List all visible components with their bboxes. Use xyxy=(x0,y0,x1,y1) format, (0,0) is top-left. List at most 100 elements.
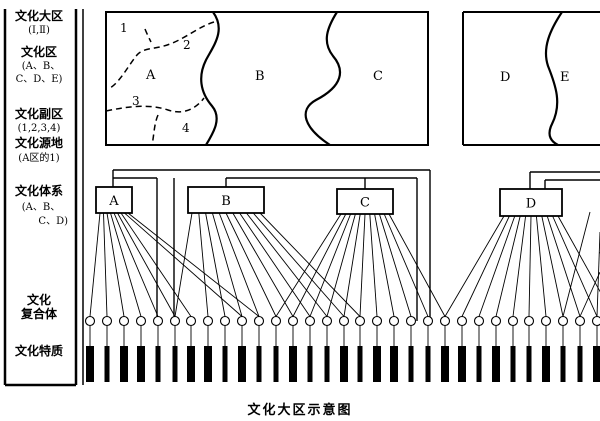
culture-trait-bar xyxy=(289,346,297,382)
culture-complex-node xyxy=(84,315,96,327)
area-label-D: D xyxy=(500,70,510,85)
culture-trait-bar xyxy=(273,346,279,382)
culture-trait-bar xyxy=(104,346,110,382)
region-two-map xyxy=(462,11,600,146)
label-culture-complex-1: 文化 xyxy=(26,293,51,307)
subarea-label-4: 4 xyxy=(182,121,190,135)
label-culture-system-sub2: C、D) xyxy=(38,216,68,227)
culture-complex-node xyxy=(574,315,586,327)
culture-trait-bar xyxy=(593,346,600,382)
culture-complex-node xyxy=(439,315,451,327)
culture-trait-bar xyxy=(155,346,161,382)
label-culture-complex-2: 复合体 xyxy=(20,307,57,321)
culture-complex-node xyxy=(219,315,231,327)
culture-complex-node xyxy=(338,315,350,327)
area-label-B: B xyxy=(255,69,265,84)
culture-complex-node xyxy=(101,315,113,327)
culture-complex-node xyxy=(152,315,164,327)
culture-complex-node xyxy=(422,315,434,327)
culture-complex-node xyxy=(591,315,600,327)
culture-system-label: C xyxy=(360,196,370,211)
culture-complex-node xyxy=(523,315,535,327)
culture-complex-node xyxy=(405,315,417,327)
culture-trait-bar xyxy=(340,346,348,382)
culture-complex-node xyxy=(270,315,282,327)
culture-trait-bar xyxy=(172,346,178,382)
culture-trait-bar xyxy=(408,346,414,382)
region-two-labels: D E xyxy=(500,70,570,85)
culture-complex-node xyxy=(236,315,248,327)
culture-complex-node xyxy=(388,315,400,327)
culture-trait-bar xyxy=(204,346,212,382)
culture-trait-bar xyxy=(492,346,500,382)
label-culture-system-sub1: (A、B、 xyxy=(21,202,61,213)
culture-system-label: D xyxy=(526,197,536,212)
label-culture-trait: 文化特质 xyxy=(14,344,63,358)
culture-complex-node xyxy=(371,315,383,327)
area-label-C: C xyxy=(373,69,383,84)
culture-complex-node xyxy=(202,315,214,327)
label-culture-region-sub: (Ⅰ,Ⅱ) xyxy=(28,25,50,36)
culture-trait-bar xyxy=(324,346,330,382)
culture-trait-bar xyxy=(441,346,449,382)
culture-complex-node xyxy=(473,315,485,327)
culture-trait-bar xyxy=(86,346,94,382)
culture-complex-node xyxy=(507,315,519,327)
label-culture-region: 文化大区 xyxy=(14,9,63,23)
culture-trait-bar xyxy=(560,346,566,382)
culture-complex-node xyxy=(185,315,197,327)
culture-complex-node xyxy=(456,315,468,327)
culture-complex-node xyxy=(135,315,147,327)
region-one-map xyxy=(105,11,429,146)
culture-trait-bar xyxy=(542,346,550,382)
culture-complex-node xyxy=(118,315,130,327)
diagram-frame xyxy=(3,9,84,387)
diagram-caption: 文化大区示意图 xyxy=(247,403,353,418)
culture-trait-bar xyxy=(137,346,145,382)
culture-complex-node xyxy=(304,315,316,327)
culture-system-box xyxy=(187,186,265,214)
label-culture-subarea-sub: (1,2,3,4) xyxy=(17,123,61,134)
culture-complex-node xyxy=(321,315,333,327)
label-culture-system: 文化体系 xyxy=(14,184,63,198)
region-one-labels: 1 2 3 4 A B C xyxy=(120,21,383,135)
area-label-A: A xyxy=(145,68,156,83)
culture-trait-bar xyxy=(307,346,313,382)
label-culture-area: 文化区 xyxy=(20,45,57,59)
label-culture-area-sub1: (A、B、 xyxy=(21,61,61,72)
culture-trait-bar xyxy=(373,346,381,382)
label-culture-source-sub: (A区的1) xyxy=(18,153,60,164)
culture-trait-bar xyxy=(390,346,398,382)
subarea-label-1: 1 xyxy=(120,21,128,35)
culture-system-label: A xyxy=(108,194,119,209)
culture-system-label: B xyxy=(221,194,231,209)
culture-trait-bar xyxy=(476,346,482,382)
culture-complex-node xyxy=(540,315,552,327)
culture-system-box xyxy=(499,188,563,217)
culture-complex-node xyxy=(169,315,181,327)
label-culture-source: 文化源地 xyxy=(14,136,63,150)
culture-trait-bar xyxy=(256,346,262,382)
culture-trait-bar xyxy=(510,346,516,382)
culture-complex-node xyxy=(490,315,502,327)
culture-system-network: A B C D xyxy=(84,169,600,382)
subarea-label-2: 2 xyxy=(183,38,191,52)
culture-trait-bar xyxy=(577,346,583,382)
culture-trait-bar xyxy=(187,346,195,382)
culture-complex-node xyxy=(253,315,265,327)
culture-trait-bar xyxy=(526,346,532,382)
culture-trait-bar xyxy=(425,346,431,382)
area-label-E: E xyxy=(560,70,570,85)
culture-complex-node xyxy=(557,315,569,327)
culture-trait-bar xyxy=(357,346,363,382)
culture-trait-bar xyxy=(120,346,128,382)
culture-trait-bar xyxy=(458,346,466,382)
subarea-label-3: 3 xyxy=(132,94,140,108)
culture-system-box xyxy=(336,188,394,215)
culture-complex-node xyxy=(287,315,299,327)
culture-trait-bar xyxy=(222,346,228,382)
label-culture-area-sub2: C、D、E) xyxy=(15,74,63,85)
culture-complex-node xyxy=(354,315,366,327)
label-culture-subarea: 文化副区 xyxy=(14,107,63,121)
